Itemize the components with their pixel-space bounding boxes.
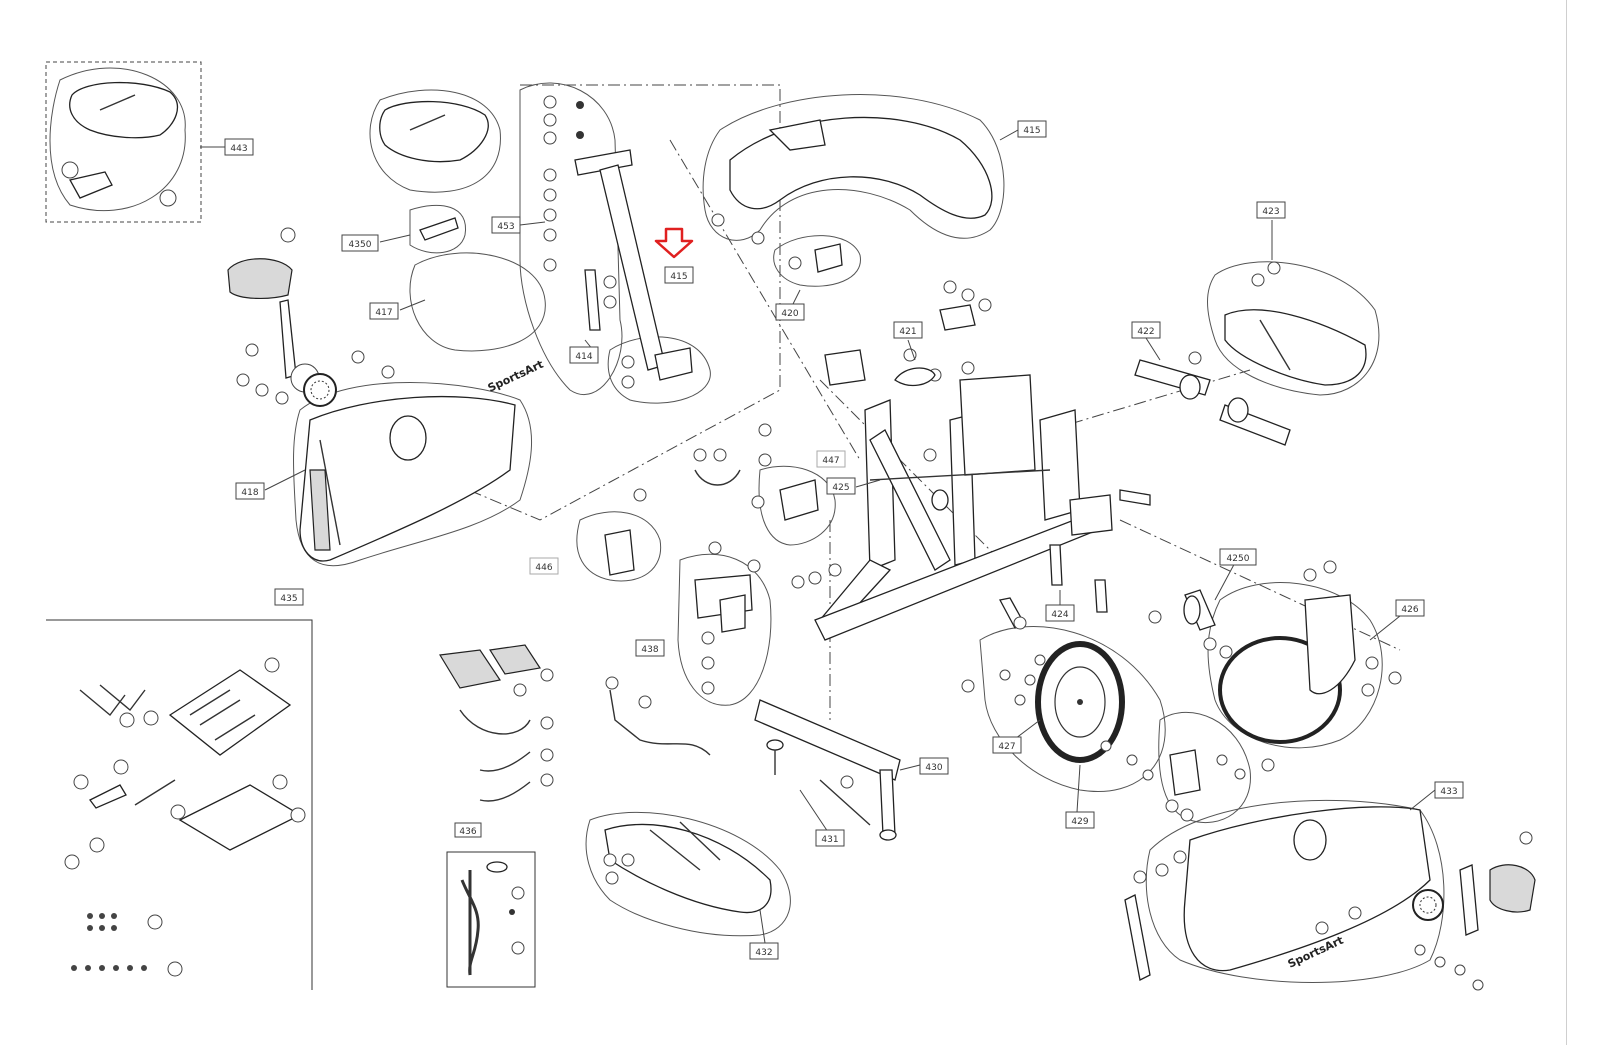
- svg-text:414: 414: [575, 352, 592, 362]
- callout-427: 427: [992, 736, 1022, 754]
- svg-text:427: 427: [998, 742, 1015, 752]
- svg-text:418: 418: [241, 488, 258, 498]
- svg-text:443: 443: [230, 144, 247, 154]
- callout-443: 443: [224, 138, 254, 156]
- pulley-hub: [1100, 740, 1246, 822]
- part-group-outlines: [49, 67, 1445, 983]
- callout-447: 447: [816, 450, 846, 468]
- power-cord-box: [446, 851, 536, 988]
- svg-text:438: 438: [641, 645, 658, 655]
- svg-text:433: 433: [1440, 787, 1457, 797]
- crank-axle: [1119, 351, 1291, 506]
- callout-415: 415: [664, 266, 694, 284]
- callout-422: 422: [1131, 321, 1161, 339]
- callout-425: 425: [826, 477, 856, 495]
- seat-part: [61, 81, 179, 207]
- handlebar-cover: [711, 116, 993, 273]
- callout-436: 436: [454, 822, 482, 838]
- chain-guard-right: [1218, 560, 1402, 772]
- svg-text:436: 436: [459, 827, 476, 837]
- svg-text:446: 446: [535, 563, 552, 573]
- pedal-left: [303, 373, 337, 407]
- callout-430: 430: [919, 757, 949, 775]
- callout-4250: 4250: [1219, 548, 1257, 566]
- svg-text:426: 426: [1401, 605, 1418, 615]
- pedal-right: [1412, 831, 1536, 991]
- callout-420: 420: [775, 303, 805, 321]
- right-handle-cover: [1224, 261, 1367, 386]
- callout-426: 426: [1395, 599, 1425, 617]
- pads-and-cables: [439, 644, 711, 802]
- callout-429: 429: [1065, 811, 1095, 829]
- svg-text:425: 425: [832, 483, 849, 493]
- callout-433: 433: [1434, 781, 1464, 799]
- callout-423: 423: [1256, 201, 1286, 219]
- highlight-arrow-icon: [654, 227, 694, 259]
- svg-text:420: 420: [781, 309, 798, 319]
- svg-text:415: 415: [670, 272, 687, 282]
- svg-text:432: 432: [755, 948, 772, 958]
- seat-left: [227, 227, 297, 379]
- sensor-module: [604, 423, 819, 576]
- brand-mark-left: SportsArt: [486, 358, 546, 395]
- callout-424: 424: [1045, 604, 1075, 622]
- right-shroud: [1124, 806, 1431, 981]
- svg-text:435: 435: [280, 594, 297, 604]
- svg-text:430: 430: [925, 763, 942, 773]
- callout-446: 446: [529, 557, 559, 575]
- main-frame: [814, 361, 1113, 641]
- svg-text:4250: 4250: [1227, 554, 1250, 564]
- callout-labels: 443 415 423 4350 453 415 417 418: [224, 120, 1464, 960]
- svg-text:453: 453: [497, 222, 514, 232]
- svg-text:423: 423: [1262, 207, 1279, 217]
- seat-part-2: [379, 100, 489, 241]
- accessory-kit: [64, 657, 306, 977]
- callout-435: 435: [274, 588, 304, 606]
- callout-421: 421: [893, 321, 923, 339]
- callout-417: 417: [369, 302, 399, 320]
- svg-text:422: 422: [1137, 327, 1154, 337]
- svg-text:431: 431: [821, 835, 838, 845]
- callout-414: 414: [569, 346, 599, 364]
- svg-text:424: 424: [1051, 610, 1068, 620]
- leader-lines: [200, 129, 1436, 944]
- callout-4350: 4350: [341, 234, 379, 252]
- window-edge-divider: [1566, 0, 1567, 1045]
- callout-431: 431: [815, 829, 845, 847]
- rear-cover: [603, 821, 772, 914]
- svg-text:4350: 4350: [349, 240, 372, 250]
- callout-438: 438: [635, 639, 665, 657]
- pedal-bracket: [694, 541, 842, 695]
- callout-453: 453: [491, 216, 521, 234]
- svg-text:447: 447: [822, 456, 839, 466]
- left-shroud: [236, 350, 516, 562]
- callout-418: 418: [235, 482, 265, 500]
- svg-text:415: 415: [1023, 126, 1040, 136]
- callout-432: 432: [749, 942, 779, 960]
- flywheel: [961, 544, 1233, 763]
- callout-415-top: 415: [1017, 120, 1047, 138]
- svg-text:417: 417: [375, 308, 392, 318]
- svg-text:421: 421: [899, 327, 916, 337]
- console-bracket: [824, 280, 992, 387]
- front-stabilizer: [754, 699, 901, 841]
- seat-post: [543, 95, 693, 389]
- svg-text:429: 429: [1071, 817, 1088, 827]
